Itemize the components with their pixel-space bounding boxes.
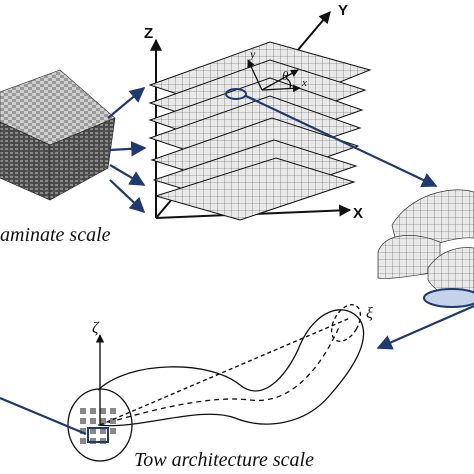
- tow-architecture-scale-label: Tow architecture scale: [134, 449, 314, 471]
- tow-to-architecture-arrow: [376, 304, 474, 350]
- zeta-label: ζ: [92, 320, 100, 337]
- local-y-label: y: [249, 47, 256, 61]
- woven-laminate-block: [0, 69, 116, 201]
- tow-mesh: [377, 189, 474, 308]
- ply-selection-marker: [225, 88, 247, 100]
- block-to-plies-arrows: [107, 87, 147, 214]
- fibre-selection-box: [87, 427, 109, 443]
- global-x-label: X: [353, 205, 363, 222]
- ply-to-tow-arrow: [245, 95, 438, 188]
- ply-stack: [148, 41, 372, 221]
- global-z-label: Z: [144, 25, 153, 42]
- laminate-scale-label: aminate scale: [0, 224, 111, 246]
- local-x-label: x: [301, 77, 307, 89]
- fibre-cross-section: [80, 408, 116, 444]
- curved-tow: [67, 304, 365, 462]
- theta-label: θ: [282, 68, 289, 83]
- tow-axes: [95, 317, 351, 426]
- local-axes: [247, 59, 301, 93]
- xi-label: ξ: [366, 305, 373, 322]
- fibre-arrow: [0, 396, 87, 436]
- global-y-label: Y: [338, 2, 348, 19]
- ply-7: [154, 157, 356, 221]
